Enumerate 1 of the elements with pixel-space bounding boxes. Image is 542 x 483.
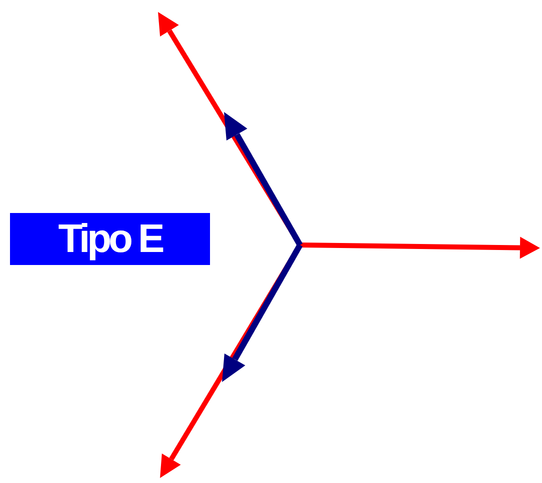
title-banner: Tipo E	[10, 213, 210, 265]
